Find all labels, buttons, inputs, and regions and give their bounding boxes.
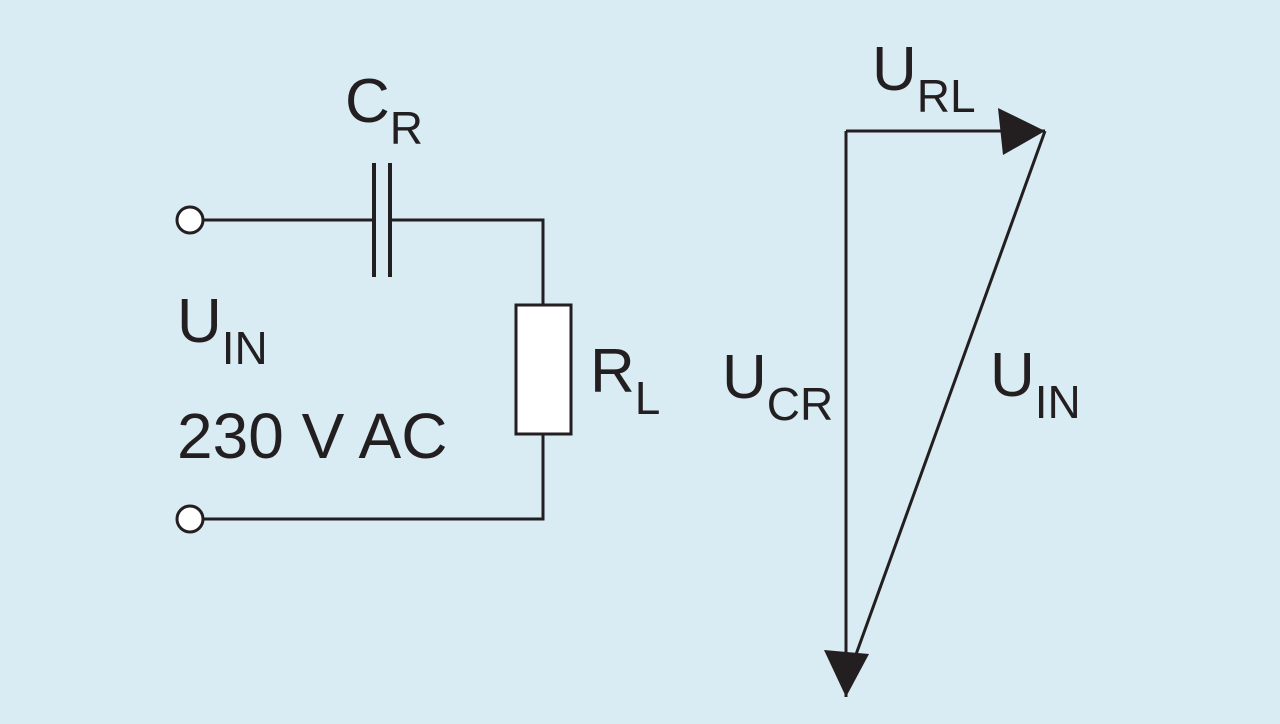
terminal-bottom [175,504,205,534]
phasor-diagram [824,108,1047,697]
terminal-top [175,205,205,235]
input-voltage-value: 230 V AC [177,400,447,472]
wire-top-right [392,218,545,305]
capacitor-label: CR [345,67,423,154]
phasor-cr-arrowhead [824,650,869,697]
wire-bottom [203,434,545,521]
resistor-label: RL [590,337,660,424]
phasor-in-label: UIN [990,341,1081,428]
phasor-rl-label: URL [872,35,976,122]
resistor-body [514,303,573,436]
circuit [175,163,573,534]
phasor-cr-label: UCR [722,343,833,430]
phasor-rl-arrowhead [998,108,1045,155]
phasor-in-line [852,130,1047,661]
input-voltage-label: UIN [177,287,268,374]
